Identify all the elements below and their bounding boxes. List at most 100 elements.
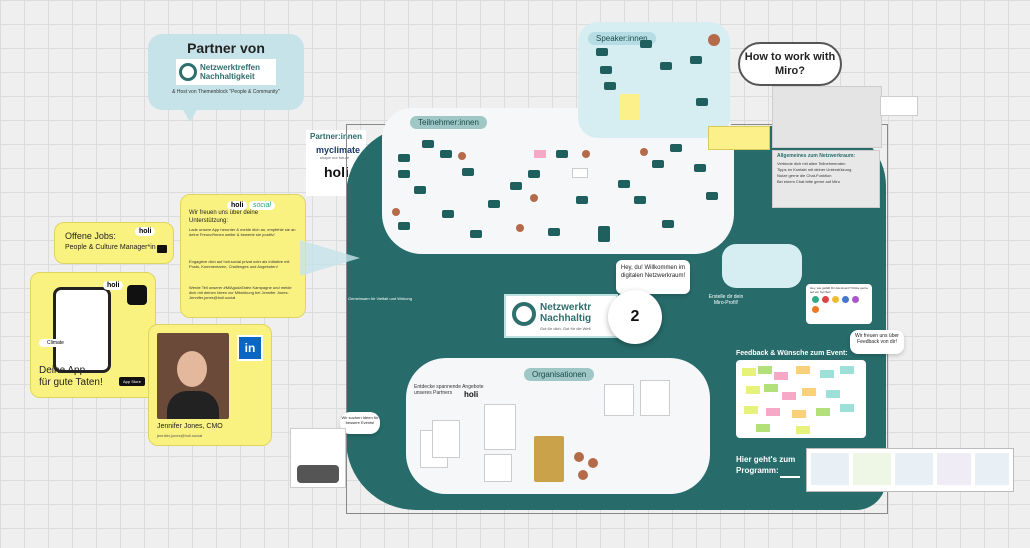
participant-card[interactable] (618, 180, 630, 188)
avatar[interactable] (458, 152, 466, 160)
feedback-sticky[interactable] (796, 366, 810, 374)
welcome-bubble[interactable]: Hey, du! Willkommen im digitalen Netzwer… (616, 260, 690, 294)
feedback-sticky[interactable] (774, 372, 788, 380)
reaction-icons[interactable] (812, 296, 866, 313)
avatar[interactable] (588, 458, 598, 468)
speaker-card[interactable] (690, 56, 702, 64)
org-doc[interactable] (484, 404, 516, 450)
yellow-note[interactable] (708, 126, 770, 150)
speaker-card[interactable] (660, 62, 672, 70)
feedback-bubble[interactable]: Wir freuen uns über Feedback von dir! (850, 330, 904, 354)
feedback-sticky[interactable] (756, 424, 770, 432)
participant-card[interactable] (576, 196, 588, 204)
fire-icon[interactable] (812, 306, 819, 313)
ideas-bubble[interactable]: Wir suchen Ideen für bessere Events! (340, 412, 380, 434)
feedback-sticky[interactable] (782, 392, 796, 400)
participant-card[interactable] (510, 182, 522, 190)
star-icon[interactable] (832, 296, 839, 303)
participant-note[interactable] (534, 150, 546, 158)
feedback-sticky[interactable] (792, 410, 806, 418)
participant-card[interactable] (598, 226, 610, 242)
participant-card[interactable] (662, 220, 674, 228)
app-card[interactable]: Climate holi Deine App für gute Taten! A… (30, 272, 156, 398)
participant-card[interactable] (706, 192, 718, 200)
support-card[interactable]: holi social Wir freuen uns über deine Un… (180, 194, 306, 318)
feedback-sticky[interactable] (766, 408, 780, 416)
organisationen-pill: Organisationen (524, 368, 595, 381)
speaker-card[interactable] (640, 40, 652, 48)
avatar[interactable] (640, 148, 648, 156)
avatar[interactable] (582, 150, 590, 158)
program-block[interactable] (975, 453, 1009, 485)
participant-card[interactable] (442, 210, 454, 218)
participant-card[interactable] (548, 228, 560, 236)
feedback-sticky[interactable] (840, 366, 854, 374)
org-doc[interactable] (432, 420, 460, 458)
org-doc[interactable] (640, 380, 670, 416)
avatar[interactable] (392, 208, 400, 216)
participant-card[interactable] (462, 168, 474, 176)
speaker-card[interactable] (596, 48, 608, 56)
miro-help-cloud[interactable]: How to work with Miro? (738, 42, 842, 86)
feedback-sticky[interactable] (820, 370, 834, 378)
feedback-sticky[interactable] (744, 406, 758, 414)
participant-card[interactable] (488, 200, 500, 208)
program-block[interactable] (895, 453, 933, 485)
user-counter[interactable]: 2 (608, 290, 662, 344)
feedback-area[interactable] (736, 360, 866, 438)
program-block[interactable] (811, 453, 849, 485)
clap-icon[interactable] (842, 296, 849, 303)
smile-icon[interactable] (852, 296, 859, 303)
partnerinnen-label: Partner:innen (310, 132, 363, 141)
speaker-card[interactable] (604, 82, 616, 90)
program-block[interactable] (853, 453, 891, 485)
thumbs-up-icon[interactable] (812, 296, 819, 303)
app-store-icon[interactable]: App Store (119, 377, 145, 386)
program-block[interactable] (937, 453, 971, 485)
participant-card[interactable] (398, 222, 410, 230)
linkedin-icon[interactable]: in (237, 335, 263, 361)
avatar[interactable] (578, 470, 588, 480)
feedback-sticky[interactable] (758, 366, 772, 374)
avatar[interactable] (530, 194, 538, 202)
avatar[interactable] (516, 224, 524, 232)
participant-card[interactable] (398, 170, 410, 178)
feedback-sticky[interactable] (742, 368, 756, 376)
person-card[interactable]: in Jennifer Jones, CMO jennifer.jones@ho… (148, 324, 272, 446)
participant-card[interactable] (414, 186, 426, 194)
participant-note[interactable] (572, 168, 588, 178)
team-photo-card[interactable] (290, 428, 346, 488)
speaker-note[interactable] (620, 94, 640, 120)
participant-card[interactable] (652, 160, 664, 168)
feedback-sticky[interactable] (764, 384, 778, 392)
jobs-card[interactable]: Offene Jobs: People & Culture Manager*in… (54, 222, 174, 264)
feedback-sticky[interactable] (840, 404, 854, 412)
feedback-sticky[interactable] (816, 408, 830, 416)
reactions-panel[interactable]: Hey, wie gefällt Dir das Event? Klicke g… (806, 284, 872, 324)
feedback-sticky[interactable] (796, 426, 810, 434)
avatar[interactable] (574, 452, 584, 462)
speaker-card[interactable] (600, 66, 612, 74)
feedback-sticky[interactable] (746, 386, 760, 394)
participant-card[interactable] (528, 170, 540, 178)
participant-card[interactable] (556, 150, 568, 158)
profile-area[interactable] (722, 244, 802, 288)
programm-thumbnail[interactable] (806, 448, 1014, 492)
participant-card[interactable] (440, 150, 452, 158)
participant-card[interactable] (470, 230, 482, 238)
participant-card[interactable] (422, 140, 434, 148)
feedback-sticky[interactable] (826, 390, 840, 398)
participant-card[interactable] (398, 154, 410, 162)
participant-card[interactable] (670, 144, 682, 152)
blue-note[interactable] (880, 96, 918, 116)
feedback-sticky[interactable] (802, 388, 816, 396)
avatar[interactable] (708, 34, 720, 46)
org-doc[interactable] (484, 454, 512, 482)
speaker-card[interactable] (696, 98, 708, 106)
heart-icon[interactable] (822, 296, 829, 303)
participant-card[interactable] (694, 164, 706, 172)
org-doc[interactable] (604, 384, 634, 416)
org-gold-card[interactable] (534, 436, 564, 482)
partner-card[interactable]: Partner von Netzwerktreffen Nachhaltigke… (148, 34, 304, 110)
participant-card[interactable] (634, 196, 646, 204)
